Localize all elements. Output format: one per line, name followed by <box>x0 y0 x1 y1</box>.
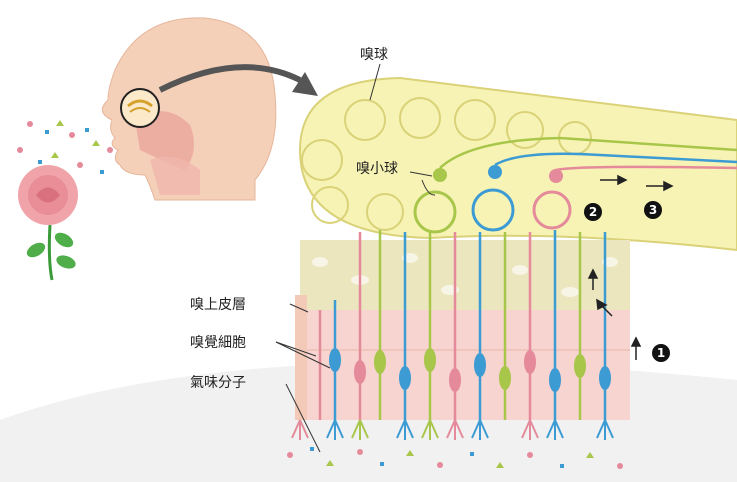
label-glomerulus: 嗅小球 <box>356 158 398 178</box>
head-illustration <box>102 18 275 200</box>
label-odor-molecules: 氣味分子 <box>190 372 246 392</box>
epithelium-edge <box>295 295 307 420</box>
label-olfactory-bulb: 嗅球 <box>360 44 388 64</box>
glomeruli <box>415 190 570 232</box>
label-olfactory-epithelium: 嗅上皮層 <box>190 294 246 314</box>
step-marker-3: 3 <box>644 201 662 219</box>
step-marker-2: 2 <box>584 203 602 221</box>
odor-particles-left <box>17 120 113 174</box>
label-receptor-cells: 嗅覺細胞 <box>190 332 246 352</box>
step-marker-1: 1 <box>652 344 670 362</box>
rose-illustration <box>18 165 78 280</box>
